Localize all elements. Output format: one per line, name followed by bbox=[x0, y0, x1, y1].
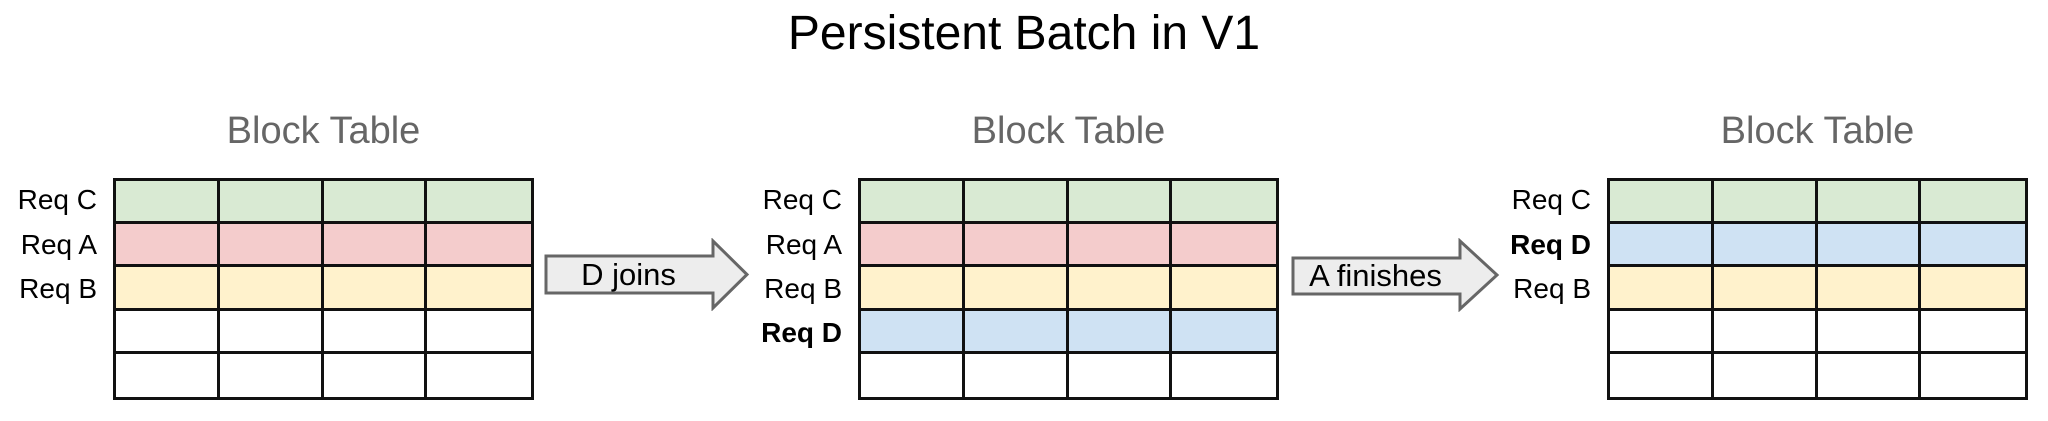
block-table-title: Block Table bbox=[1720, 110, 1915, 152]
block-table-grid bbox=[113, 178, 534, 400]
block-cell bbox=[219, 310, 324, 354]
row-labels: Req C Req A Req B Req D bbox=[745, 178, 842, 400]
row-labels: Req C Req A Req B bbox=[0, 178, 97, 400]
block-cell bbox=[1068, 224, 1173, 268]
block-cell bbox=[1610, 181, 1714, 225]
block-cell bbox=[1921, 181, 2025, 225]
block-cell bbox=[116, 181, 220, 225]
block-cell bbox=[964, 224, 1069, 268]
block-cell bbox=[219, 353, 324, 397]
block-cell bbox=[427, 353, 531, 397]
row-label-empty bbox=[745, 356, 842, 400]
row-labels: Req C Req D Req B bbox=[1494, 178, 1591, 400]
block-cell bbox=[1610, 224, 1714, 268]
row-label-empty bbox=[1494, 311, 1591, 355]
arrow-label-a-finishes: A finishes bbox=[1309, 258, 1442, 293]
block-table-grid bbox=[858, 178, 1279, 400]
block-cell bbox=[1068, 353, 1173, 397]
block-cell bbox=[861, 181, 965, 225]
row-label-empty bbox=[1494, 356, 1591, 400]
block-cell bbox=[1713, 353, 1818, 397]
block-cell bbox=[323, 224, 428, 268]
arrow-label-d-joins: D joins bbox=[581, 256, 676, 292]
row-label-req-b: Req B bbox=[1513, 273, 1591, 305]
arrow-d-joins: D joins bbox=[544, 238, 750, 311]
block-cell bbox=[861, 310, 965, 354]
block-cell bbox=[1172, 224, 1276, 268]
right-arrow-icon bbox=[1291, 238, 1500, 312]
block-cell bbox=[219, 181, 324, 225]
block-cell bbox=[964, 181, 1069, 225]
block-cell bbox=[1172, 267, 1276, 311]
row-label-req-c: Req C bbox=[17, 184, 97, 216]
block-cell bbox=[1817, 181, 1922, 225]
block-cell bbox=[964, 353, 1069, 397]
block-cell bbox=[116, 353, 220, 397]
block-cell bbox=[861, 224, 965, 268]
block-cell bbox=[116, 267, 220, 311]
block-cell bbox=[323, 310, 428, 354]
block-cell bbox=[1921, 224, 2025, 268]
block-cell bbox=[1921, 353, 2025, 397]
block-cell bbox=[1817, 224, 1922, 268]
block-cell bbox=[1713, 267, 1818, 311]
block-cell bbox=[219, 267, 324, 311]
block-cell bbox=[427, 267, 531, 311]
block-cell bbox=[427, 310, 531, 354]
block-cell bbox=[427, 224, 531, 268]
block-cell bbox=[964, 310, 1069, 354]
block-cell bbox=[1172, 181, 1276, 225]
block-cell bbox=[1713, 310, 1818, 354]
row-label-req-b: Req B bbox=[764, 273, 842, 305]
block-cell bbox=[1068, 310, 1173, 354]
block-cell bbox=[1921, 267, 2025, 311]
block-cell bbox=[219, 224, 324, 268]
block-cell bbox=[964, 267, 1069, 311]
block-cell bbox=[116, 310, 220, 354]
block-cell bbox=[861, 267, 965, 311]
block-cell bbox=[1068, 267, 1173, 311]
row-label-req-c: Req C bbox=[762, 184, 842, 216]
block-cell bbox=[323, 353, 428, 397]
row-label-req-a: Req A bbox=[765, 228, 842, 260]
block-cell bbox=[1610, 310, 1714, 354]
arrow-a-finishes: A finishes bbox=[1291, 238, 1500, 312]
block-cell bbox=[861, 353, 965, 397]
block-cell bbox=[116, 224, 220, 268]
row-label-req-d: Req D bbox=[1510, 228, 1591, 260]
row-label-empty bbox=[0, 311, 97, 355]
block-cell bbox=[1172, 353, 1276, 397]
row-label-req-c: Req C bbox=[1511, 184, 1591, 216]
block-cell bbox=[1610, 353, 1714, 397]
block-cell bbox=[1068, 181, 1173, 225]
block-cell bbox=[1817, 353, 1922, 397]
block-cell bbox=[1713, 224, 1818, 268]
block-table-grid bbox=[1607, 178, 2028, 400]
page-title: Persistent Batch in V1 bbox=[787, 7, 1261, 60]
block-cell bbox=[323, 267, 428, 311]
row-label-req-d: Req D bbox=[761, 317, 842, 349]
block-table-title: Block Table bbox=[226, 110, 421, 152]
row-label-req-b: Req B bbox=[19, 273, 97, 305]
block-cell bbox=[323, 181, 428, 225]
block-cell bbox=[1713, 181, 1818, 225]
block-cell bbox=[1172, 310, 1276, 354]
block-cell bbox=[1817, 310, 1922, 354]
block-cell bbox=[1921, 310, 2025, 354]
block-cell bbox=[1610, 267, 1714, 311]
block-table-title: Block Table bbox=[971, 110, 1166, 152]
row-label-empty bbox=[0, 356, 97, 400]
row-label-req-a: Req A bbox=[20, 228, 97, 260]
block-cell bbox=[427, 181, 531, 225]
block-cell bbox=[1817, 267, 1922, 311]
right-arrow-icon bbox=[544, 238, 750, 311]
